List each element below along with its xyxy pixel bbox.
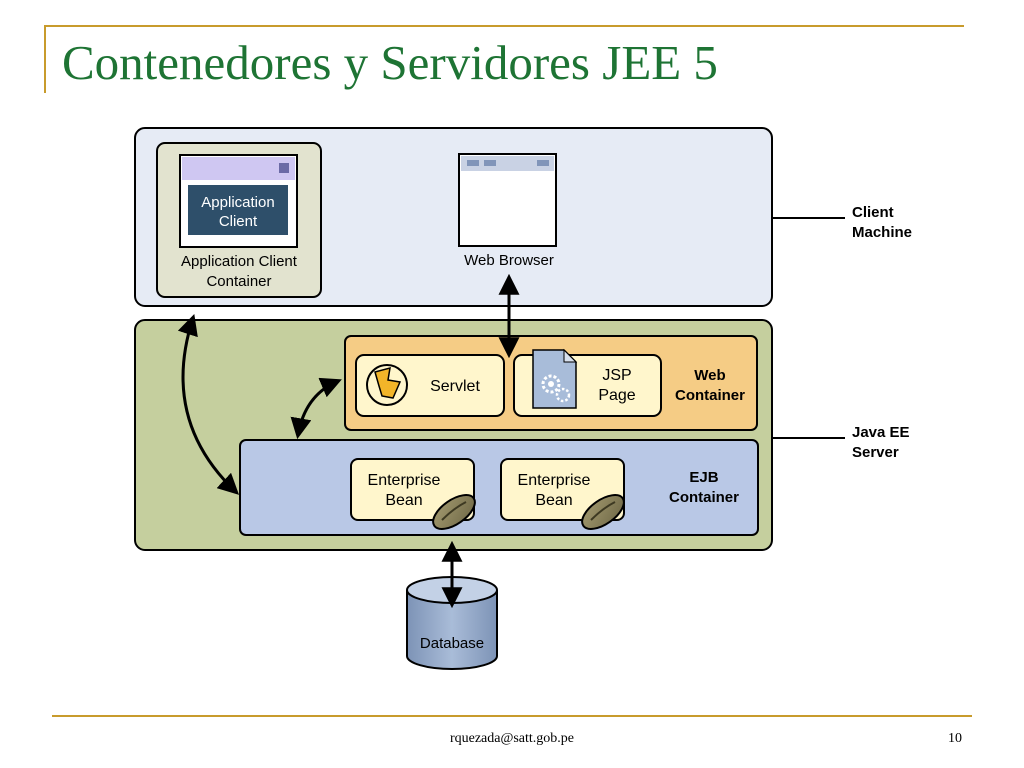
- bean-icon: [432, 494, 476, 530]
- title-rule: [44, 25, 964, 27]
- client-machine-label-line2: Machine: [852, 224, 912, 241]
- browser-button-icon: [537, 160, 549, 166]
- window-control-icon: [279, 163, 289, 173]
- app-client-container-label-line1: Application Client: [181, 253, 298, 270]
- web-browser-label: Web Browser: [464, 252, 554, 269]
- enterprise-bean-1-line2: Bean: [385, 492, 422, 509]
- database-label: Database: [420, 635, 484, 652]
- appclient-ejb-arrow: [177, 314, 240, 495]
- app-client-titlebar: [182, 157, 295, 180]
- app-client-text-line1: Application: [201, 194, 274, 211]
- web-container-label-line1: Web: [694, 367, 725, 384]
- web-container-label-line2: Container: [675, 387, 745, 404]
- servlet-icon: [366, 364, 408, 406]
- app-client-container-label-line2: Container: [206, 273, 271, 290]
- enterprise-bean-1-line1: Enterprise: [368, 472, 441, 489]
- java-ee-server-label-line1: Java EE: [852, 424, 910, 441]
- page-number: 10: [948, 731, 962, 746]
- ejb-container-label-line2: Container: [669, 489, 739, 506]
- app-client-text-line2: Client: [219, 213, 258, 230]
- jsp-page-label-line2: Page: [598, 387, 635, 404]
- slide-title: Contenedores y Servidores JEE 5: [62, 35, 718, 90]
- servlet-label: Servlet: [430, 378, 480, 395]
- jsp-page-label-line1: JSP: [602, 367, 631, 384]
- browser-button-icon: [467, 160, 479, 166]
- enterprise-bean-2-line2: Bean: [535, 492, 572, 509]
- title-side-rule: [44, 25, 46, 93]
- footer-rule: [52, 715, 972, 717]
- web-browser-toolbar: [461, 156, 554, 171]
- ejb-container-label-line1: EJB: [689, 469, 718, 486]
- web-ejb-arrow: [290, 377, 342, 440]
- enterprise-bean-2-line1: Enterprise: [518, 472, 591, 489]
- footer-email: rquezada@satt.gob.pe: [449, 731, 575, 746]
- ejb-container-box: [239, 439, 759, 536]
- app-client-panel: [188, 185, 288, 235]
- java-ee-server-label-line2: Server: [852, 444, 899, 461]
- jsp-page-icon: [532, 348, 578, 409]
- browser-button-icon: [484, 160, 496, 166]
- client-machine-label-line1: Client: [852, 204, 894, 221]
- bean-icon: [581, 494, 625, 530]
